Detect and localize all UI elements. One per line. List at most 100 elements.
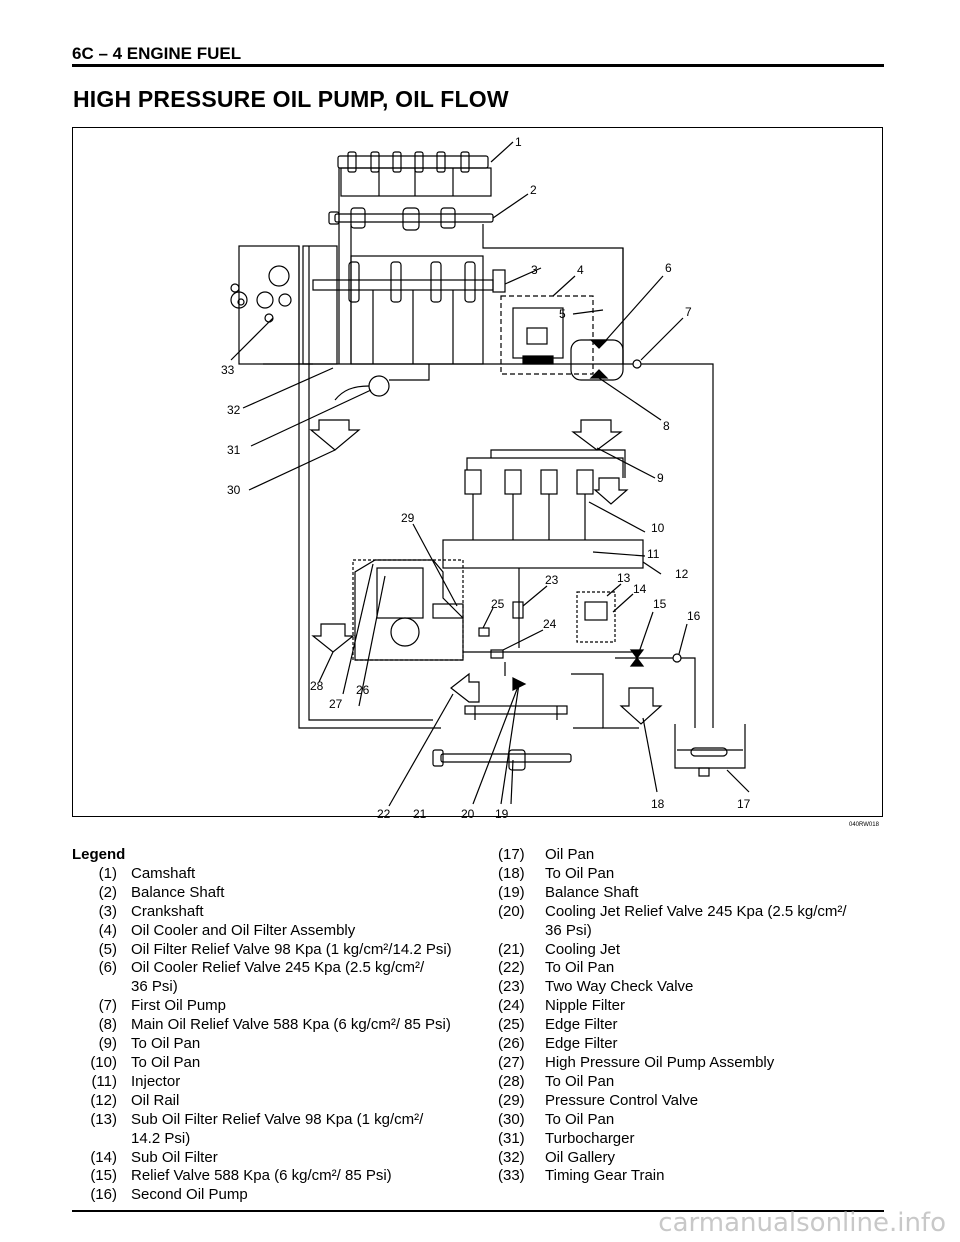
callout-23: 23 xyxy=(545,573,559,587)
legend-item: (7)First Oil Pump xyxy=(72,997,477,1016)
legend-item-number: (33) xyxy=(498,1167,525,1185)
callout-33: 33 xyxy=(221,363,235,377)
legend-item-number: (18) xyxy=(498,864,525,882)
callout-24: 24 xyxy=(543,617,557,631)
legend-item: (4)Oil Cooler and Oil Filter Assembly xyxy=(72,922,477,941)
balance-shaft-drawing xyxy=(328,193,529,231)
callout-27: 27 xyxy=(329,697,343,711)
legend-item: (5)Oil Filter Relief Valve 98 Kpa (1 kg/… xyxy=(72,941,477,960)
legend-item: (18) To Oil Pan xyxy=(498,865,883,884)
callout-8: 8 xyxy=(663,419,670,433)
legend-item: (8) Main Oil Relief Valve 588 Kpa (6 kg/c… xyxy=(72,1016,477,1035)
callout-4: 4 xyxy=(577,263,584,277)
legend-item-text: Cooling Jet xyxy=(545,940,621,958)
legend-item-text: Oil Rail xyxy=(131,1091,180,1109)
legend-item-text: 36 Psi) xyxy=(545,921,592,939)
legend-item-number xyxy=(72,978,117,997)
oil-flow-diagram: 1 2 3 4 5 6 7 8 9 10 11 12 13 14 15 16 1… xyxy=(72,127,883,818)
legend-item-text: 36 Psi) xyxy=(131,978,178,996)
legend-item-text: Pressure Control Valve xyxy=(545,1091,699,1109)
callout-10: 10 xyxy=(651,521,665,535)
legend-item-number: (22) xyxy=(498,959,525,977)
callout-26: 26 xyxy=(356,683,370,697)
legend-item-number: (32) xyxy=(498,1148,525,1166)
legend-item-number: (20) xyxy=(498,902,525,920)
legend-item-number: (13) xyxy=(90,1110,117,1128)
legend-item: (15)Relief Valve 588 Kpa (6 kg/cm²/ 85 P… xyxy=(72,1167,477,1186)
legend-item-text: To Oil Pan xyxy=(545,864,615,882)
legend-item-number: (24) xyxy=(498,997,525,1015)
header-rule xyxy=(72,64,884,67)
section-title: HIGH PRESSURE OIL PUMP, OIL FLOW xyxy=(73,86,509,112)
legend-item: (6)Oil Cooler Relief Valve 245 Kpa (2.5 … xyxy=(72,959,477,978)
legend-item-number: (12) xyxy=(90,1091,117,1109)
callout-12: 12 xyxy=(675,567,689,581)
legend-item: (13) Sub Oil Filter Relief Valve 98 Kpa (… xyxy=(72,1111,477,1130)
page-header: 6C – 4 ENGINE FUEL xyxy=(72,44,242,63)
relief-valve-drawing xyxy=(615,611,696,728)
legend-item-number: (30) xyxy=(498,1110,525,1128)
callout-1: 1 xyxy=(515,135,522,149)
legend-item: (17)Oil Pan xyxy=(498,846,883,865)
legend-item: (32) Oil Gallery xyxy=(498,1149,883,1168)
legend-item-number: (25) xyxy=(498,1016,525,1034)
callout-18: 18 xyxy=(651,797,665,811)
legend-item-number: (10) xyxy=(90,1053,117,1071)
legend-right-column: (17)Oil Pan(18)To Oil Pan(19)Balance Sha… xyxy=(498,846,883,1186)
legend-item-text: Injector xyxy=(131,1072,181,1090)
callout-9: 9 xyxy=(657,471,664,485)
timing-gear-drawing xyxy=(230,265,292,361)
legend-item-number xyxy=(72,1130,117,1149)
legend-item: (12) Oil Rail xyxy=(72,1092,477,1111)
oil-pan-drawing xyxy=(674,724,750,793)
legend-item-text: Edge Filter xyxy=(545,1035,618,1053)
legend-item-text: First Oil Pump xyxy=(131,997,227,1015)
check-valve-drawing xyxy=(463,568,641,659)
sub-oil-filter-drawing xyxy=(576,583,634,643)
high-pressure-pump-drawing xyxy=(342,523,464,707)
legend-item: (3) Crankshaft xyxy=(72,903,477,922)
legend-item: 14.2 Psi) xyxy=(72,1130,477,1149)
legend-item-text: Crankshaft xyxy=(131,902,204,920)
legend-item-number: (4) xyxy=(98,921,117,939)
legend-item-text: Edge Filter xyxy=(545,1016,618,1034)
callout-5: 5 xyxy=(559,307,566,321)
legend-item: (20) Cooling Jet Relief Valve 245 Kpa (2.… xyxy=(498,903,883,922)
legend-item: (26)Edge Filter xyxy=(498,1035,883,1054)
legend-item-number: (28) xyxy=(498,1072,525,1090)
legend-item-number: (8) xyxy=(98,1016,117,1034)
callout-16: 16 xyxy=(687,609,701,623)
watermark: carmanualsonline.info xyxy=(658,1208,946,1238)
legend-item-number: (9) xyxy=(98,1035,117,1053)
legend-item-text: Oil Gallery xyxy=(545,1148,616,1166)
legend-item: (10)To Oil Pan xyxy=(72,1054,477,1073)
legend-item: (28) To Oil Pan xyxy=(498,1073,883,1092)
legend-item-number: (21) xyxy=(498,940,525,958)
legend-item-text: High Pressure Oil Pump Assembly xyxy=(545,1053,775,1071)
callout-29: 29 xyxy=(401,511,415,525)
callout-6: 6 xyxy=(665,261,672,275)
legend-item-text: Main Oil Relief Valve 588 Kpa (6 kg/cm²/… xyxy=(131,1016,451,1034)
callout-19: 19 xyxy=(495,807,509,818)
legend-item-text: Turbocharger xyxy=(545,1129,635,1147)
legend-item-text: Balance Shaft xyxy=(545,883,639,901)
legend-item-text: Nipple Filter xyxy=(545,997,626,1015)
legend-item-text: Second Oil Pump xyxy=(131,1186,248,1204)
camshaft-drawing xyxy=(337,141,514,197)
legend-item-text: To Oil Pan xyxy=(545,1110,615,1128)
callout-7: 7 xyxy=(685,305,692,319)
first-oil-pump-drawing xyxy=(622,248,714,728)
legend-item-number xyxy=(498,922,538,941)
legend-item-text: Oil Filter Relief Valve 98 Kpa (1 kg/cm²… xyxy=(131,940,452,958)
return-piping-drawing xyxy=(298,246,603,729)
legend-item-number: (14) xyxy=(90,1148,117,1166)
legend-item-text: Sub Oil Filter Relief Valve 98 Kpa (1 kg… xyxy=(131,1110,424,1128)
legend-item-text: Cooling Jet Relief Valve 245 Kpa (2.5 kg… xyxy=(545,902,847,920)
callout-17: 17 xyxy=(737,797,751,811)
legend-item-text: To Oil Pan xyxy=(545,1072,615,1090)
legend-item-number: (3) xyxy=(98,902,117,920)
callout-14: 14 xyxy=(633,582,647,596)
legend-item: (1)Camshaft xyxy=(72,865,477,884)
callout-13: 13 xyxy=(617,571,631,585)
legend-item: 36 Psi) xyxy=(498,922,883,941)
